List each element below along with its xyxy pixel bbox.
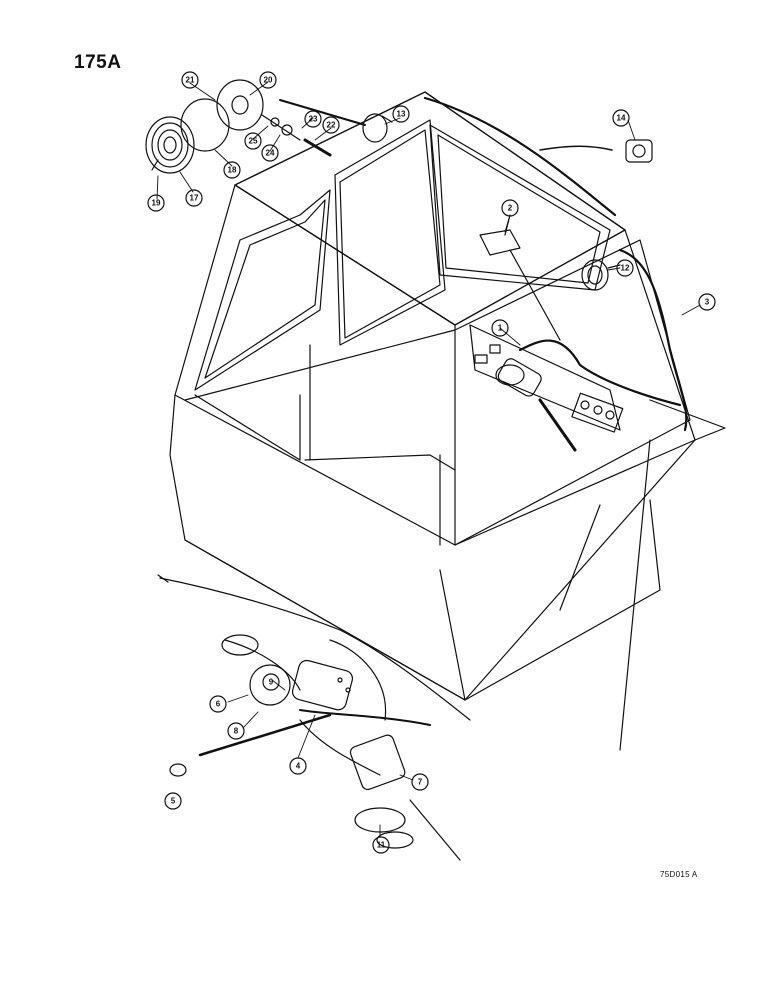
svg-text:20: 20	[264, 76, 273, 85]
callout-4: 4	[289, 757, 307, 775]
svg-text:21: 21	[186, 76, 195, 85]
callout-3: 3	[698, 293, 716, 311]
svg-text:7: 7	[418, 778, 423, 787]
svg-text:1: 1	[498, 324, 503, 333]
svg-text:5: 5	[171, 797, 176, 806]
callout-19: 19	[147, 194, 165, 212]
svg-text:3: 3	[705, 298, 710, 307]
callout-21: 21	[181, 71, 199, 89]
rear-light	[581, 259, 621, 291]
light-assembly-exploded	[145, 79, 366, 174]
callout-1: 1	[491, 319, 509, 337]
callout-22: 22	[322, 116, 340, 134]
svg-text:19: 19	[152, 199, 161, 208]
callout-17: 17	[185, 189, 203, 207]
callout-2: 2	[501, 199, 519, 217]
connector-part	[625, 139, 653, 163]
svg-text:24: 24	[266, 149, 275, 158]
svg-text:14: 14	[617, 114, 626, 123]
reference-code: 75D015 A	[660, 870, 698, 879]
callout-13: 13	[392, 105, 410, 123]
svg-text:8: 8	[234, 727, 239, 736]
wiper-motor-exploded	[157, 574, 471, 861]
svg-text:9: 9	[269, 678, 274, 687]
page-number: 175A	[74, 52, 122, 73]
wiring-harness	[423, 96, 688, 432]
callout-11: 11	[372, 836, 390, 854]
callout-7: 7	[411, 773, 429, 791]
svg-text:12: 12	[621, 264, 630, 273]
callout-6: 6	[209, 695, 227, 713]
svg-text:4: 4	[296, 762, 301, 771]
callout-24: 24	[261, 144, 279, 162]
svg-text:11: 11	[377, 841, 386, 850]
callout-8: 8	[227, 722, 245, 740]
cab-body	[169, 91, 726, 751]
svg-text:2: 2	[508, 204, 513, 213]
leader-lines	[156, 81, 701, 838]
callout-9: 9	[262, 673, 280, 691]
svg-text:25: 25	[249, 137, 258, 146]
svg-text:23: 23	[309, 115, 318, 124]
callout-14: 14	[612, 109, 630, 127]
callout-12: 12	[616, 259, 634, 277]
callout-18: 18	[223, 161, 241, 179]
switch-part	[479, 214, 521, 256]
wiper-motor-cab	[495, 249, 577, 452]
callout-23: 23	[304, 110, 322, 128]
callouts: 1 2 3 4 5 6 7 8 9 11 12 13 14 17 18 19 2…	[147, 71, 716, 854]
callout-5: 5	[164, 792, 182, 810]
svg-text:13: 13	[397, 110, 406, 119]
dome-light	[362, 113, 393, 143]
callout-25: 25	[244, 132, 262, 150]
callout-20: 20	[259, 71, 277, 89]
svg-text:18: 18	[228, 166, 237, 175]
svg-text:6: 6	[216, 700, 221, 709]
instrument-panel	[469, 324, 624, 433]
svg-text:22: 22	[327, 121, 336, 130]
svg-text:17: 17	[190, 194, 199, 203]
